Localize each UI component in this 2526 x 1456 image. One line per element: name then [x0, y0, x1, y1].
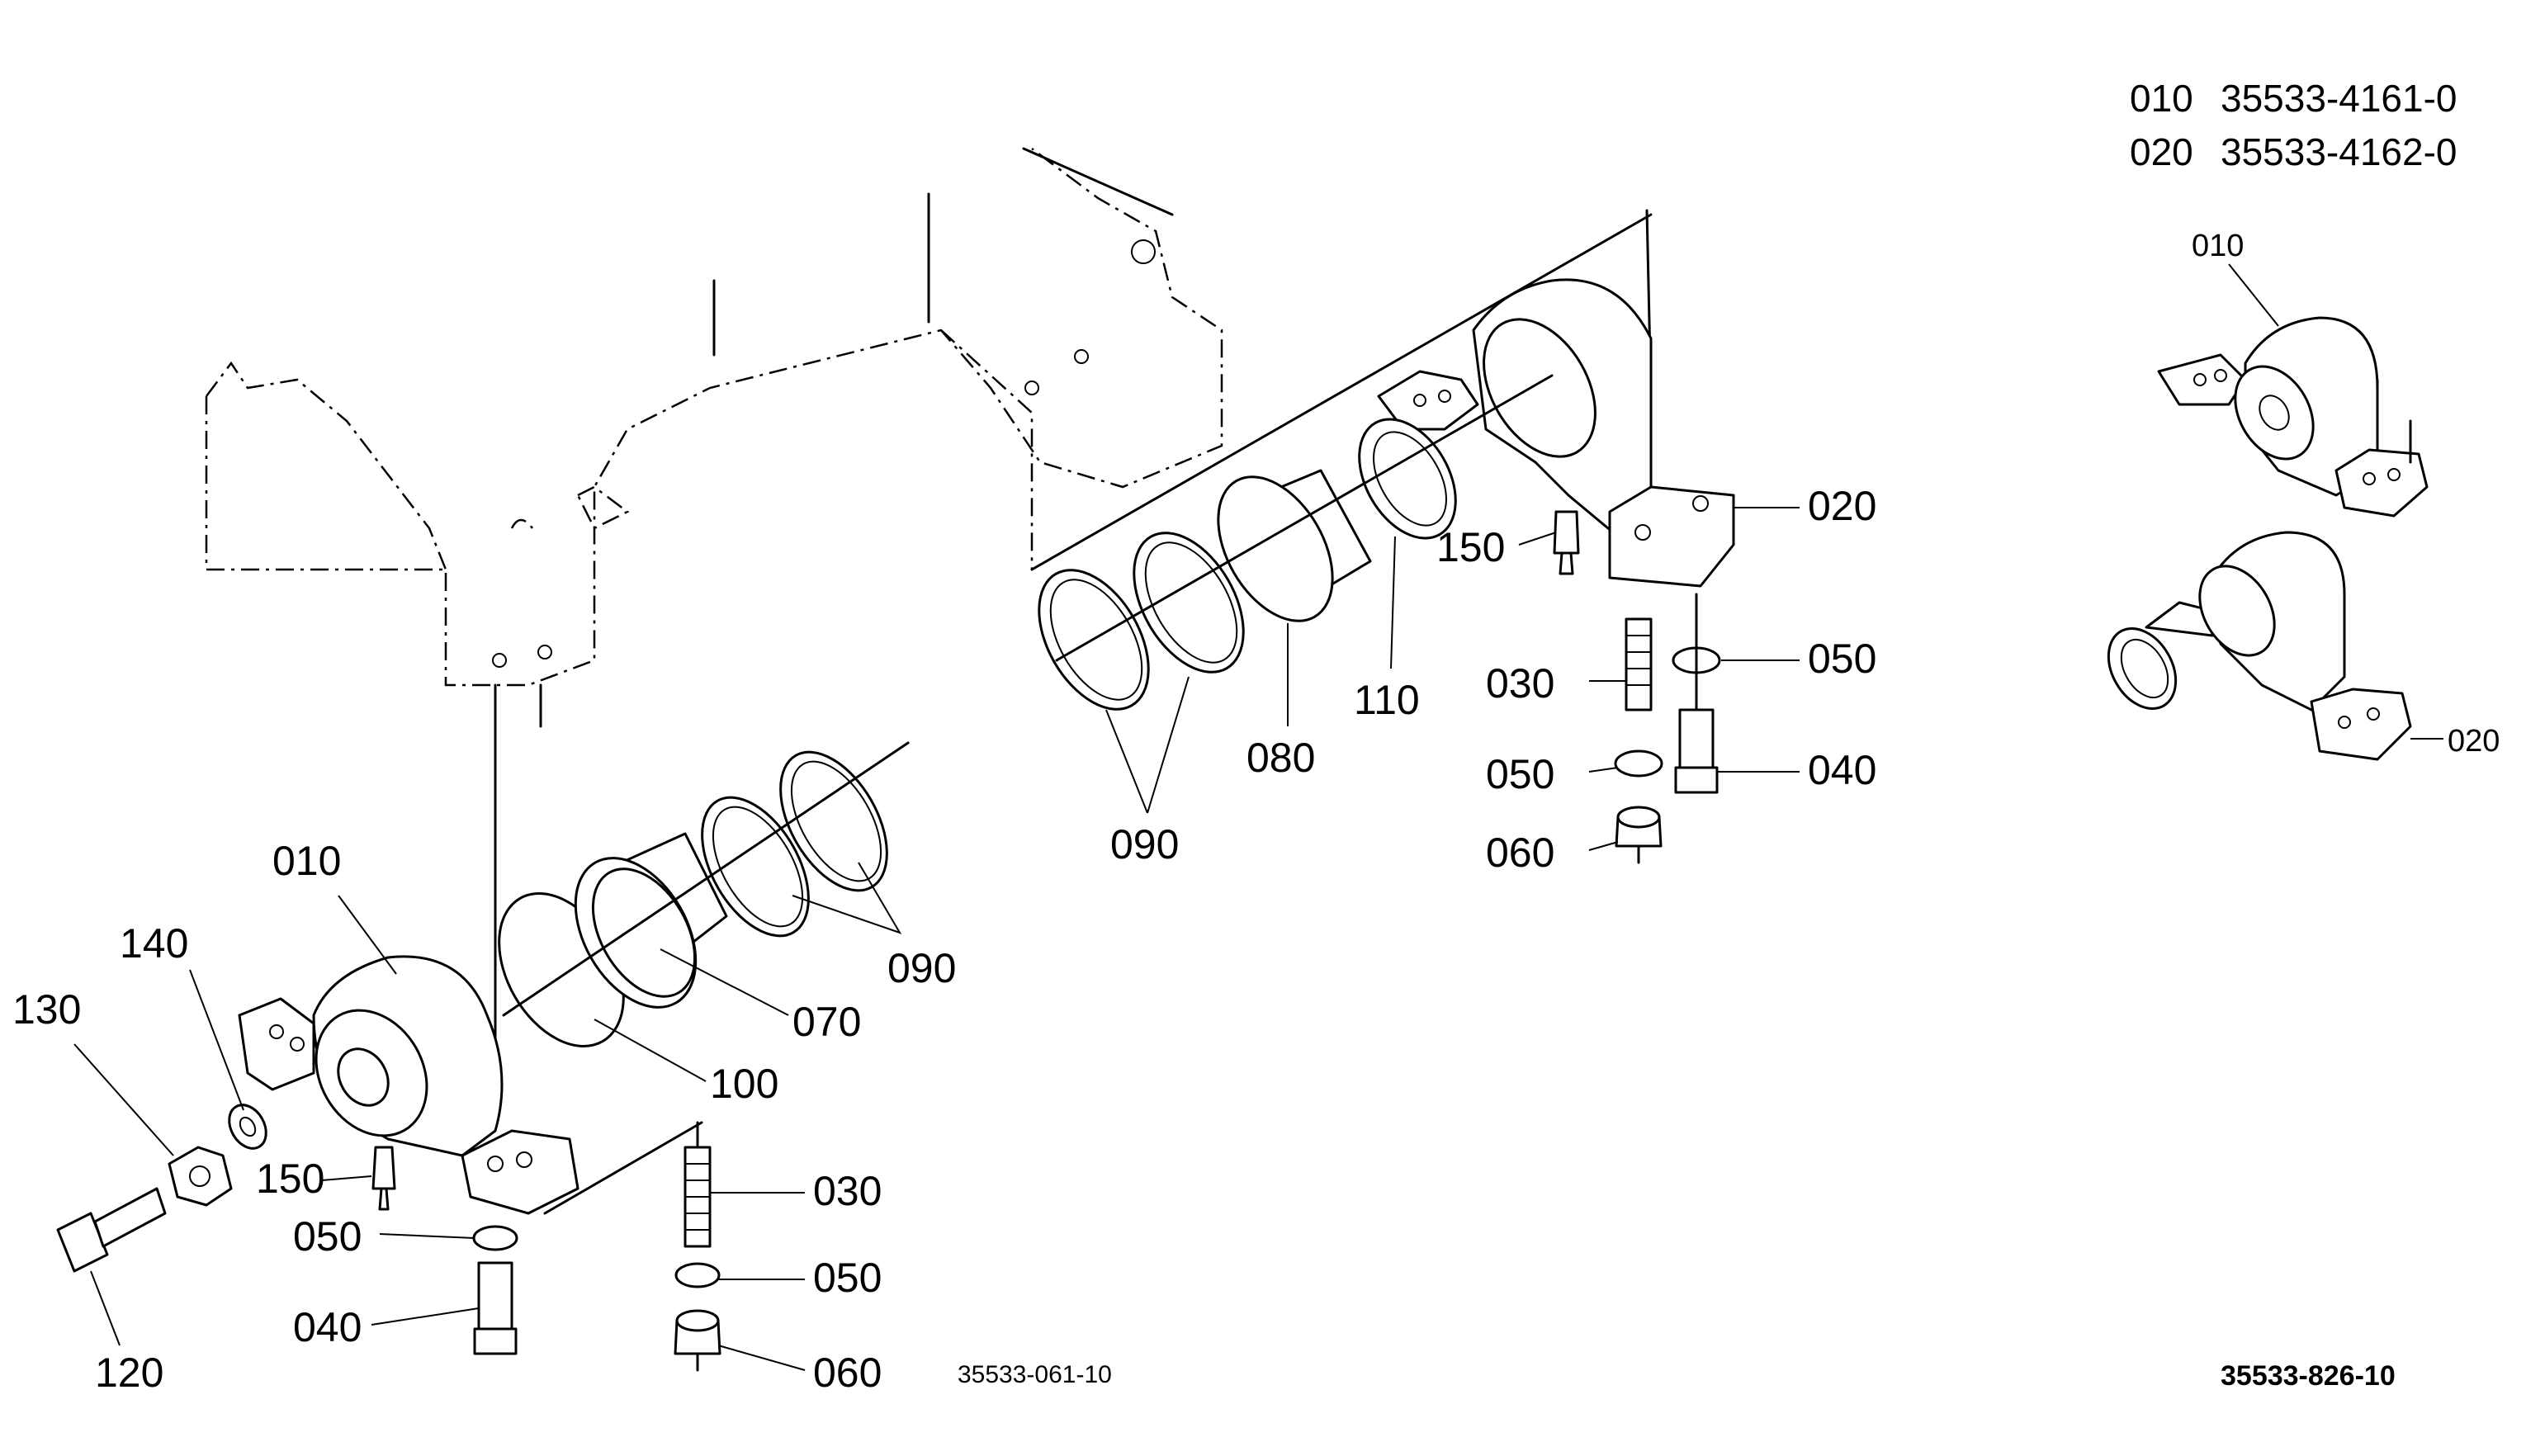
callout-080: 080 — [1246, 735, 1315, 781]
callout-040-right: 040 — [1808, 747, 1876, 793]
callout-030-left: 030 — [813, 1168, 882, 1214]
drawing-code-main: 35533-061-10 — [958, 1361, 1112, 1388]
callout-labels: 010 140 130 120 150 050 040 100 070 090 … — [12, 229, 2500, 1396]
bolt-040-left — [473, 1261, 518, 1355]
callout-070: 070 — [792, 999, 861, 1045]
part-number-legend: 010 35533-4161-0 020 35533-4162-0 — [2130, 77, 2457, 173]
stud-030-right — [1625, 617, 1653, 711]
bracket-020 — [1377, 278, 1735, 588]
washer-140 — [228, 1104, 267, 1150]
callout-020: 020 — [1808, 483, 1876, 529]
callout-010: 010 — [272, 838, 341, 884]
callout-060-left: 060 — [813, 1350, 882, 1396]
callout-130: 130 — [12, 986, 81, 1033]
nut-060-right — [1615, 806, 1663, 864]
washer-110 — [1358, 418, 1457, 540]
grease-nipple-150-right — [1553, 510, 1580, 575]
callout-150-right: 150 — [1436, 524, 1505, 570]
seal-090-left-a — [701, 796, 810, 938]
nut-130 — [168, 1146, 233, 1207]
legend-number-010: 35533-4161-0 — [2221, 77, 2457, 120]
washer-050-right-b — [1614, 749, 1663, 778]
drawing-code-inset: 35533-826-10 — [2221, 1360, 2396, 1392]
washer-050-left-b — [674, 1262, 721, 1288]
callout-050-left-b: 050 — [813, 1255, 882, 1301]
bolt-120 — [56, 1187, 167, 1273]
callout-050-right-b: 050 — [1486, 751, 1554, 797]
washer-050-left-a — [472, 1225, 518, 1251]
grease-nipple-150-left — [371, 1146, 396, 1211]
bracket-010 — [238, 955, 579, 1215]
leader-lines — [73, 263, 2443, 1371]
callout-090-right: 090 — [1110, 821, 1179, 867]
callout-030-right: 030 — [1486, 660, 1554, 707]
callout-140: 140 — [120, 920, 188, 967]
inset-assembly-010 — [2157, 316, 2429, 518]
callout-120: 120 — [95, 1350, 163, 1396]
legend-number-020: 35533-4162-0 — [2221, 130, 2457, 173]
bushing-070 — [574, 832, 728, 1009]
callout-050-left-a: 050 — [293, 1213, 362, 1260]
nut-060-left — [674, 1309, 721, 1372]
bushing-080 — [1217, 469, 1372, 622]
legend-ref-020: 020 — [2130, 130, 2193, 173]
stud-030-left — [684, 1121, 712, 1248]
callout-040-left: 040 — [293, 1304, 362, 1350]
callout-090-left: 090 — [887, 945, 956, 991]
callout-110: 110 — [1354, 677, 1420, 723]
callout-060-right: 060 — [1486, 830, 1554, 876]
callout-050-right-a: 050 — [1808, 636, 1876, 682]
callout-inset-010: 010 — [2192, 229, 2244, 263]
legend-ref-010: 010 — [2130, 77, 2193, 120]
callout-100: 100 — [710, 1061, 778, 1107]
callout-inset-020: 020 — [2448, 724, 2500, 759]
callout-150-left: 150 — [256, 1156, 324, 1202]
inset-assembly-020 — [2107, 531, 2412, 761]
bolt-040-right — [1674, 593, 1719, 794]
seal-090-left-b — [779, 750, 888, 892]
